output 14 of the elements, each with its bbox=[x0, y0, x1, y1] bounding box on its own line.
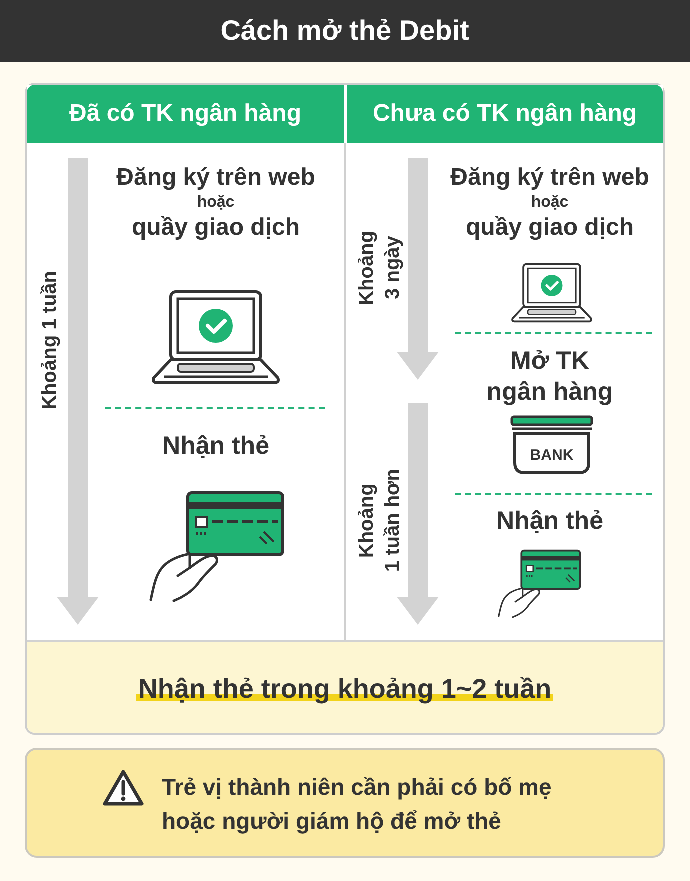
warning-text: Trẻ vị thành niên cần phải có bố mẹ hoặc người giám hộ để mở thẻ bbox=[162, 773, 552, 836]
step-title: Mở TK ngân hàng bbox=[486, 346, 614, 408]
bank-sign-text: BANK bbox=[530, 447, 574, 464]
step-title: Nhận thẻ bbox=[162, 431, 270, 462]
warning-box bbox=[25, 748, 665, 858]
duration-label: Khoảng 1 tuần bbox=[38, 270, 62, 410]
duration-label: Khoảng 3 ngày bbox=[355, 231, 405, 306]
duration-label: Khoảng 1 tuần hơn bbox=[355, 468, 405, 572]
step-title: Đăng ký trên web hoặc quầy giao dịch bbox=[450, 163, 650, 243]
column-header: Chưa có TK ngân hàng bbox=[347, 85, 663, 143]
title-banner: Cách mở thẻ Debit bbox=[0, 0, 690, 62]
step-title: Đăng ký trên web hoặc quầy giao dịch bbox=[116, 163, 316, 243]
step-title: Nhận thẻ bbox=[496, 506, 604, 537]
column-header: Đã có TK ngân hàng bbox=[27, 85, 344, 143]
